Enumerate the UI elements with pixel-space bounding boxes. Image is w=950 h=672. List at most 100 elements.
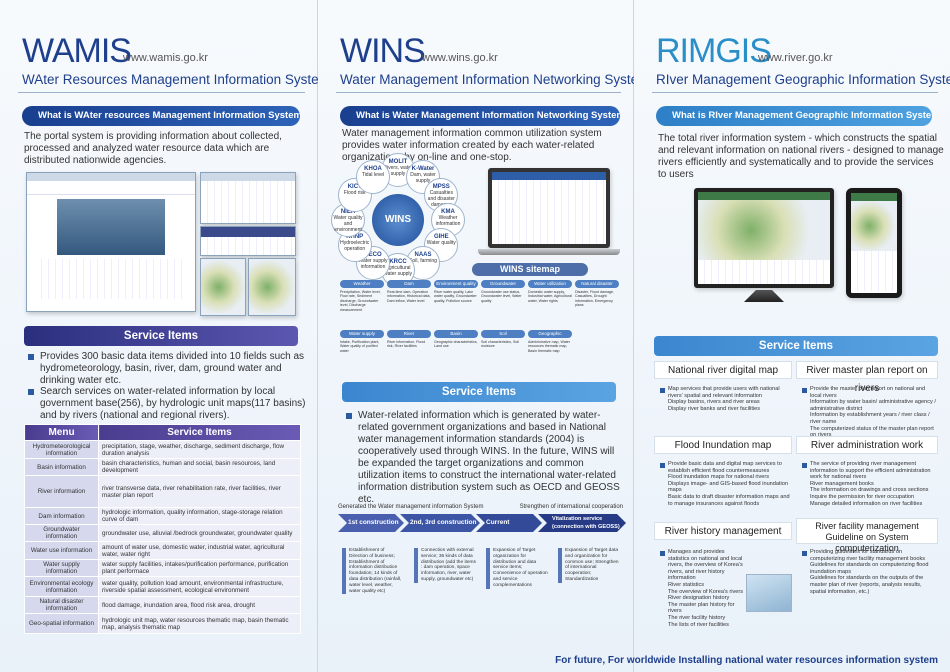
sitemap-column-head[interactable]: Dam	[387, 280, 431, 288]
list-item: Information by establishment years / riv…	[810, 412, 930, 425]
node-code: MPSS	[432, 184, 450, 190]
cell-title-flood-map: Flood Inundation map	[654, 436, 792, 454]
timeline-stage-4: Vitalization service (connection with GE…	[538, 514, 626, 532]
node-text: Water quality	[426, 240, 456, 246]
node-text: Flood risk	[343, 190, 366, 196]
table-cell-items: basin characteristics, human and social,…	[98, 458, 301, 476]
footer-slogan: For future, For worldwide Installing nat…	[555, 655, 938, 666]
wamis-service-table: Menu Service Items Hydrometeorological i…	[24, 424, 301, 634]
list-item: Displays image- and GIS-based flood inun…	[668, 480, 789, 494]
rimgis-panel: RIMGIS www.river.go.kr RIver Management …	[634, 0, 950, 672]
wins-hub: WINS	[372, 194, 424, 246]
list-item: The lists of river facilities	[668, 621, 729, 628]
sitemap-column-items: Precipitation, Water level, Flow rate, S…	[340, 290, 381, 312]
sitemap-column-head[interactable]: Groundwater	[481, 280, 525, 288]
sitemap-column-head[interactable]: Geographic information	[528, 330, 572, 344]
list-item: The master plan history for rivers	[668, 601, 735, 615]
wamis-divider	[18, 92, 305, 93]
node-code: NAAS	[414, 252, 432, 259]
table-header-menu: Menu	[24, 424, 99, 441]
table-cell-items: water quality, pollution load amount, en…	[98, 576, 301, 597]
sitemap-column-head[interactable]: Environment quality	[434, 280, 478, 288]
node-code: KRCC	[389, 259, 407, 265]
sitemap-column-head[interactable]: Natural disaster	[575, 280, 619, 288]
cell-title-master-plan: River master plan report on rivers	[796, 361, 938, 394]
sitemap-column-head[interactable]: Soil	[481, 330, 525, 338]
sitemap-column-items: Groundwater use status, Groundwater leve…	[481, 290, 522, 303]
cell-title-digital-map: National river digital map	[654, 361, 792, 379]
wamis-url[interactable]: www.wamis.go.kr	[123, 52, 208, 64]
table-cell-items: water supply facilities, intakes/purific…	[98, 559, 301, 577]
timeline-detail-3: Expansion of Target organization for dis…	[486, 548, 548, 589]
sitemap-column-items: Disaster, Flood damage, Casualties, Drou…	[575, 290, 614, 308]
list-item: Flood inundation maps for national river…	[668, 474, 770, 481]
table-cell-menu: Hydrometeorological information	[24, 440, 99, 459]
sitemap-column-items: River information, Flood risk, River fac…	[387, 340, 426, 349]
table-cell-menu: Water supply information	[24, 559, 99, 577]
wamis-service-title: Service Items	[24, 326, 298, 346]
table-cell-menu: Groundwater information	[24, 524, 99, 542]
cell-body-master-plan: Provide the master plan report on nation…	[800, 386, 936, 439]
rimgis-what-title: What is RIver Management Geographic Info…	[656, 106, 932, 126]
wamis-screenshot-chart	[200, 172, 296, 224]
rimgis-url[interactable]: www.river.go.kr	[758, 52, 833, 64]
sitemap-column-head[interactable]: Water utilization	[528, 280, 572, 288]
sitemap-column-head[interactable]: Water supply	[340, 330, 384, 338]
sitemap-column-items: Intake, Purification plant, Water qualit…	[340, 340, 380, 353]
cell-text: Map services that provide users with nat…	[668, 386, 780, 399]
sitemap-column-head[interactable]: Weather	[340, 280, 384, 288]
list-item: Guidelines for standards on the outputs …	[810, 575, 924, 595]
node-code: GIHE	[433, 234, 449, 240]
rimgis-service-title: Service Items	[654, 336, 938, 356]
table-header-service-items: Service Items	[98, 424, 301, 441]
node-code: K-Water	[411, 165, 435, 172]
node-code: KICT	[347, 184, 362, 190]
cell-body-flood-map: Provide basic data and digital map servi…	[658, 461, 792, 507]
sitemap-column-head[interactable]: Basin	[434, 330, 478, 338]
rimgis-tablet	[846, 188, 902, 298]
timeline-stage-1: 1st construction	[338, 514, 404, 532]
table-cell-items: amount of water use, domestic water, ind…	[98, 541, 301, 560]
wins-laptop-screen	[488, 168, 610, 248]
timeline-detail-4: Expansion of Target data and organizatio…	[558, 548, 620, 583]
timeline-stage-2: 2nd, 3rd construction	[400, 514, 480, 532]
wins-hub-label: WINS	[384, 214, 412, 225]
rimgis-divider	[652, 92, 938, 93]
node-code: MOLIT	[388, 159, 408, 165]
sitemap-column-items: Real-time dam, Operation information, Hi…	[387, 290, 431, 303]
cell-title-administration: River administration work	[796, 436, 938, 454]
sitemap-column-items: Geographic characteristics, Land use	[434, 340, 478, 349]
wins-laptop-base	[478, 249, 620, 255]
wamis-screenshot-map-b	[248, 258, 296, 316]
cell-body-guideline: Providing guidelines for standards on co…	[800, 549, 936, 595]
sitemap-column-head[interactable]: River	[387, 330, 431, 338]
list-item: Manage detailed information on river fac…	[810, 500, 923, 507]
node-text: Weather information	[435, 215, 461, 227]
wins-service-title: Service Items	[342, 382, 616, 402]
wamis-screenshot-map-a	[200, 258, 246, 316]
list-item: Display river banks and river facilities	[668, 405, 761, 412]
wins-url[interactable]: www.wins.go.kr	[422, 52, 498, 64]
wins-service-text: Water-related information which is gener…	[346, 410, 624, 506]
wamis-brand: WAMIS	[22, 32, 132, 70]
list-item: The overview of Korea's rivers	[668, 588, 744, 595]
node-text: Agricultural water supply	[383, 265, 413, 277]
timeline-stage-3: Current	[476, 514, 542, 532]
wins-description: Water management information common util…	[342, 128, 602, 163]
sitemap-column-items: Soil characteristics, Soil moisture	[481, 340, 519, 349]
node-code: KECO	[364, 252, 382, 259]
rimgis-subtitle: RIver Management Geographic Information …	[656, 72, 950, 87]
node-text: Tidal level	[361, 171, 385, 178]
